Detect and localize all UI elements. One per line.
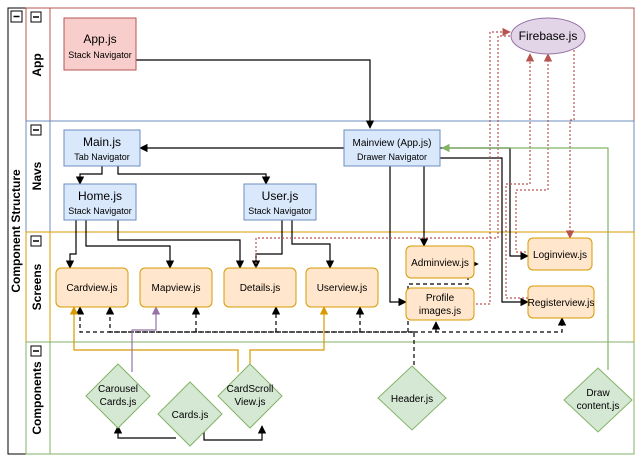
node-carousel-cards-js-line1: Carousel bbox=[98, 384, 138, 395]
node-cardscroll-view-js[interactable]: CardScroll View.js bbox=[217, 363, 283, 429]
node-cardscroll-view-js-line2: View.js bbox=[235, 397, 266, 408]
pool-collapse-button[interactable] bbox=[10, 10, 23, 23]
node-loginview-js-shape[interactable] bbox=[527, 237, 593, 271]
node-registerview-js-label: Registerview.js bbox=[528, 298, 595, 309]
node-details-js[interactable]: Details.js bbox=[223, 267, 297, 308]
node-mainview-js-subtitle: Drawer Navigator bbox=[357, 152, 427, 162]
pool-title: Component Structure bbox=[9, 169, 23, 293]
node-firebase-js-label: Firebase.js bbox=[519, 29, 578, 43]
node-home-js-subtitle: Stack Navigator bbox=[68, 206, 132, 216]
edge-app-to-mainview bbox=[136, 59, 375, 129]
node-firebase-js[interactable]: Firebase.js bbox=[510, 17, 586, 55]
node-mainview-js-shape[interactable] bbox=[343, 129, 441, 167]
edge-user-to-userview bbox=[291, 220, 335, 269]
node-carousel-cards-js-line2: Cards.js bbox=[100, 397, 137, 408]
node-registerview-js-shape[interactable] bbox=[527, 285, 595, 319]
node-adminview-js-shape[interactable] bbox=[405, 245, 475, 279]
node-adminview-js[interactable]: Adminview.js bbox=[405, 245, 475, 279]
node-home-js-title: Home.js bbox=[78, 189, 122, 203]
node-draw-content-js-line1: Draw bbox=[586, 388, 610, 399]
node-profile-images-js-line1: Profile bbox=[426, 293, 455, 304]
node-cardscroll-view-js-line1: CardScroll bbox=[227, 384, 274, 395]
node-loginview-js[interactable]: Loginview.js bbox=[527, 237, 593, 271]
edge-mainview-to-registerview bbox=[440, 157, 529, 307]
node-firebase-js-shape[interactable] bbox=[510, 17, 586, 55]
node-details-js-shape[interactable] bbox=[223, 267, 297, 308]
edge-profileimages-to-firebase bbox=[476, 27, 511, 305]
edge-loginview-to-firebase bbox=[515, 53, 553, 253]
edge-draw-to-mainview bbox=[441, 143, 609, 370]
node-app-js-shape[interactable] bbox=[63, 17, 137, 71]
node-cards-js-label: Cards.js bbox=[172, 410, 209, 421]
node-profile-images-js[interactable]: Profile images.js bbox=[405, 287, 475, 321]
node-profile-images-js-line2: images.js bbox=[419, 306, 461, 317]
lane-components-label: Components bbox=[30, 361, 44, 435]
node-user-js[interactable]: User.js Stack Navigator bbox=[243, 183, 317, 221]
node-user-js-subtitle: Stack Navigator bbox=[248, 206, 312, 216]
node-cardview-js-shape[interactable] bbox=[55, 267, 129, 308]
node-carousel-cards-js[interactable]: Carousel Cards.js bbox=[85, 363, 151, 429]
node-cardview-js[interactable]: Cardview.js bbox=[55, 267, 129, 308]
node-cardview-js-label: Cardview.js bbox=[66, 283, 117, 294]
edge-cards-to-carousel bbox=[113, 425, 176, 439]
node-mainview-js-title: Mainview (App.js) bbox=[353, 138, 432, 149]
node-main-js-shape[interactable] bbox=[63, 129, 141, 167]
edge-user-to-details bbox=[251, 220, 283, 269]
node-main-js[interactable]: Main.js Tab Navigator bbox=[63, 129, 141, 167]
node-header-js[interactable]: Header.js bbox=[377, 365, 447, 431]
edge-home-to-mapview bbox=[85, 220, 175, 269]
edge-cardscroll-to-userview bbox=[249, 306, 329, 372]
edge-header-to-cardview-2 bbox=[105, 306, 414, 333]
node-details-js-label: Details.js bbox=[240, 283, 281, 294]
node-mapview-js[interactable]: Mapview.js bbox=[139, 267, 213, 308]
lane-screens-label: Screens bbox=[30, 263, 44, 310]
edge-main-to-user bbox=[117, 166, 271, 185]
node-cards-js[interactable]: Cards.js bbox=[157, 381, 223, 447]
node-app-js-title: App.js bbox=[83, 32, 116, 46]
node-main-js-title: Main.js bbox=[83, 135, 121, 149]
edge-registerview-to-firebase bbox=[505, 53, 535, 299]
node-draw-content-js[interactable]: Draw content.js bbox=[563, 367, 633, 433]
node-userview-js[interactable]: Userview.js bbox=[305, 267, 379, 308]
node-mapview-js-shape[interactable] bbox=[139, 267, 213, 308]
node-app-js[interactable]: App.js Stack Navigator bbox=[63, 17, 137, 71]
edge-carousel-to-mapview bbox=[131, 306, 161, 372]
edge-details-to-firebase bbox=[255, 35, 512, 268]
node-user-js-title: User.js bbox=[262, 189, 299, 203]
lane-app-label: App bbox=[30, 53, 44, 76]
node-cardscroll-view-js-shape[interactable] bbox=[217, 363, 283, 429]
node-loginview-js-label: Loginview.js bbox=[533, 250, 587, 261]
node-main-js-subtitle: Tab Navigator bbox=[74, 152, 130, 162]
node-carousel-cards-js-shape[interactable] bbox=[85, 363, 151, 429]
edge-cardscroll-to-cardview bbox=[69, 306, 239, 372]
node-header-js-label: Header.js bbox=[391, 394, 433, 405]
node-draw-content-js-shape[interactable] bbox=[563, 367, 633, 433]
node-cards-js-shape[interactable] bbox=[157, 381, 223, 447]
edge-main-to-home bbox=[75, 166, 103, 185]
node-profile-images-js-shape[interactable] bbox=[405, 287, 475, 321]
edge-mainview-to-profileimages bbox=[389, 166, 407, 307]
node-header-js-shape[interactable] bbox=[377, 365, 447, 431]
node-app-js-subtitle: Stack Navigator bbox=[68, 50, 132, 60]
lane-navs-label: Navs bbox=[30, 161, 44, 190]
node-draw-content-js-line2: content.js bbox=[577, 401, 620, 412]
node-registerview-js[interactable]: Registerview.js bbox=[527, 285, 595, 319]
edge-cards-to-cardscroll bbox=[203, 425, 267, 441]
node-mainview-js[interactable]: Mainview (App.js) Drawer Navigator bbox=[343, 129, 441, 167]
node-home-js-shape[interactable] bbox=[63, 183, 137, 221]
node-userview-js-label: Userview.js bbox=[317, 283, 368, 294]
node-user-js-shape[interactable] bbox=[243, 183, 317, 221]
edge-home-to-cardview bbox=[65, 220, 77, 269]
edge-header-to-cardview bbox=[75, 306, 415, 372]
node-mapview-js-label: Mapview.js bbox=[152, 283, 201, 294]
node-userview-js-shape[interactable] bbox=[305, 267, 379, 308]
edge-home-to-details bbox=[117, 220, 245, 269]
node-home-js[interactable]: Home.js Stack Navigator bbox=[63, 183, 137, 221]
node-adminview-js-label: Adminview.js bbox=[411, 258, 469, 269]
edge-header-to-registerview bbox=[414, 317, 567, 333]
